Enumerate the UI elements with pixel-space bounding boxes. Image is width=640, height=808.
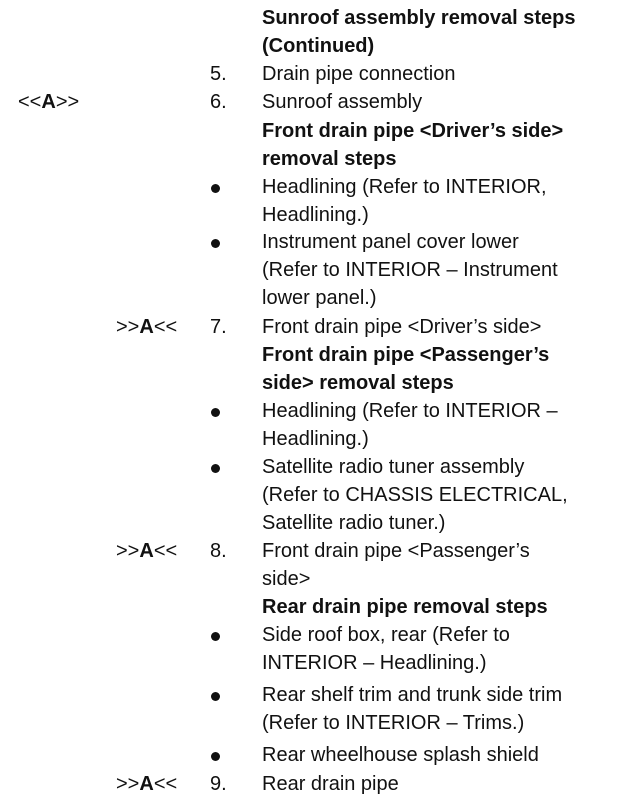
- step-number-5: 5.: [210, 63, 227, 85]
- marker-removal-A: >>A<<: [116, 316, 178, 338]
- section-heading-sunroof-continued: Sunroof assembly removal steps: [262, 7, 576, 29]
- step-6-text: Sunroof assembly: [262, 91, 423, 113]
- bullet-icon: [211, 752, 220, 761]
- marker-install-A: <<A>>: [18, 91, 80, 113]
- marker-removal-A: >>A<<: [116, 773, 178, 795]
- step-number-9: 9.: [210, 773, 227, 795]
- section-heading-front-driver-cont: removal steps: [262, 148, 397, 170]
- bullet-icon: [211, 464, 220, 473]
- bullet-text: (Refer to CHASSIS ELECTRICAL,: [262, 484, 568, 506]
- bullet-text: Satellite radio tuner.): [262, 512, 446, 534]
- bullet-text: Side roof box, rear (Refer to: [262, 624, 510, 646]
- section-heading-rear: Rear drain pipe removal steps: [262, 596, 548, 618]
- step-number-8: 8.: [210, 540, 227, 562]
- step-8-text-cont: side>: [262, 568, 311, 590]
- bullet-icon: [211, 408, 220, 417]
- step-9-text: Rear drain pipe: [262, 773, 399, 795]
- bullet-text: Instrument panel cover lower: [262, 231, 519, 253]
- bullet-icon: [211, 632, 220, 641]
- bullet-text: Rear shelf trim and trunk side trim: [262, 684, 563, 706]
- marker-removal-A: >>A<<: [116, 540, 178, 562]
- step-7-text: Front drain pipe <Driver’s side>: [262, 316, 542, 338]
- bullet-text: Satellite radio tuner assembly: [262, 456, 525, 478]
- bullet-text: Headlining.): [262, 204, 369, 226]
- bullet-text: Headlining.): [262, 428, 369, 450]
- section-heading-continued-suffix: (Continued): [262, 35, 375, 57]
- bullet-text: (Refer to INTERIOR – Instrument: [262, 259, 558, 281]
- step-8-text: Front drain pipe <Passenger’s: [262, 540, 530, 562]
- bullet-text: Headlining (Refer to INTERIOR –: [262, 400, 558, 422]
- bullet-text: lower panel.): [262, 287, 377, 309]
- bullet-icon: [211, 184, 220, 193]
- bullet-text: Rear wheelhouse splash shield: [262, 744, 539, 766]
- bullet-icon: [211, 692, 220, 701]
- bullet-icon: [211, 239, 220, 248]
- section-heading-front-passenger-cont: side> removal steps: [262, 372, 454, 394]
- step-5-text: Drain pipe connection: [262, 63, 456, 85]
- bullet-text: (Refer to INTERIOR – Trims.): [262, 712, 525, 734]
- step-number-6: 6.: [210, 91, 227, 113]
- section-heading-front-driver: Front drain pipe <Driver’s side>: [262, 120, 564, 142]
- section-heading-front-passenger: Front drain pipe <Passenger’s: [262, 344, 550, 366]
- step-number-7: 7.: [210, 316, 227, 338]
- bullet-text: INTERIOR – Headlining.): [262, 652, 487, 674]
- bullet-text: Headlining (Refer to INTERIOR,: [262, 176, 547, 198]
